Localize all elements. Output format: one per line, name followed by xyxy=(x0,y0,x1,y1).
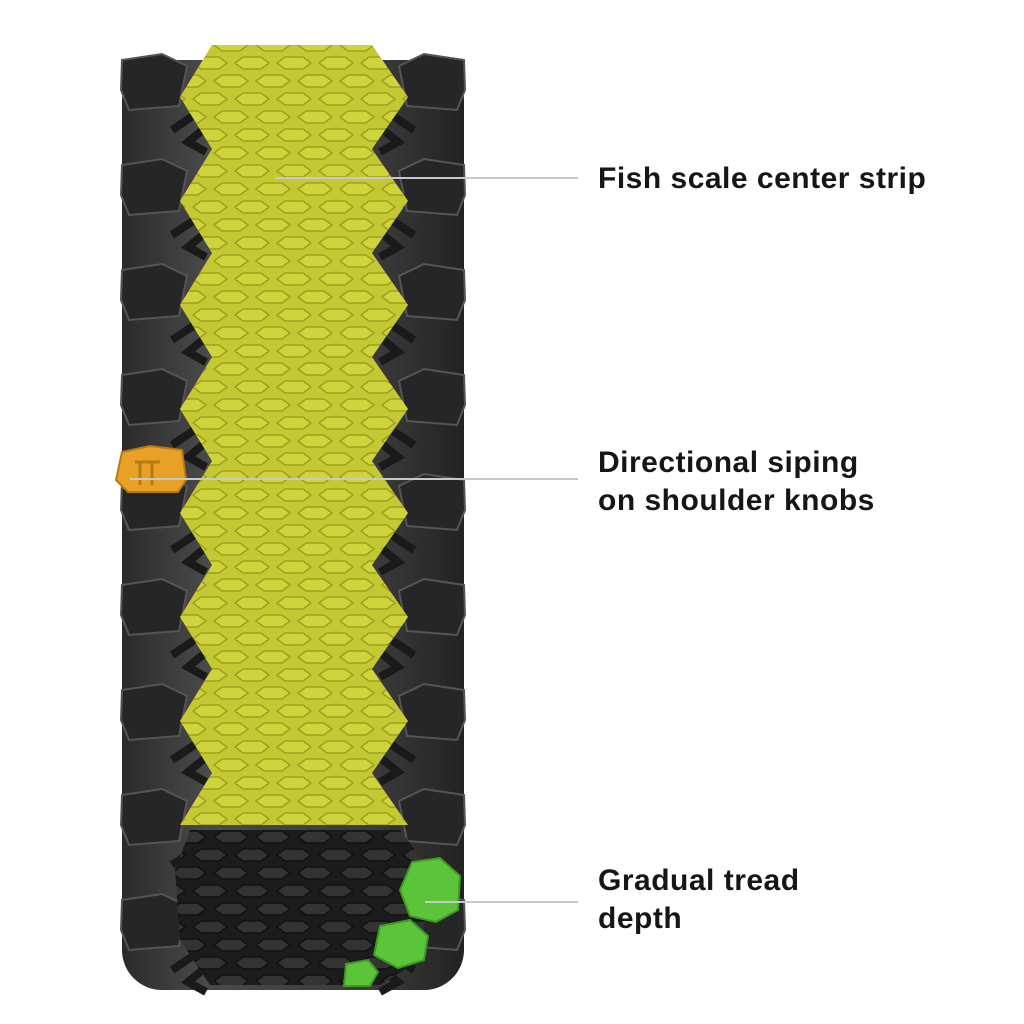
shoulder-knob xyxy=(397,262,467,322)
shoulder-knob xyxy=(397,52,467,112)
bottom-tread xyxy=(175,830,430,985)
shoulder-knob xyxy=(119,157,189,217)
shoulder-knob xyxy=(397,682,467,742)
shoulder-knob xyxy=(119,577,189,637)
shoulder-knob xyxy=(397,367,467,427)
callout-text: on shoulder knobs xyxy=(598,484,875,517)
shoulder-knob xyxy=(397,157,467,217)
shoulder-knob xyxy=(119,682,189,742)
callout-text: Gradual tread xyxy=(598,864,800,897)
shoulder-knob xyxy=(397,787,467,847)
shoulder-knob xyxy=(119,787,189,847)
callout-siping: Directional siping on shoulder knobs xyxy=(598,444,875,520)
callout-center-strip: Fish scale center strip xyxy=(598,160,926,198)
leader-lines xyxy=(130,177,578,903)
shoulder-knob xyxy=(119,52,189,112)
tread-depth-knobs-highlight xyxy=(342,856,462,987)
callout-text: depth xyxy=(598,902,683,935)
callout-text: Fish scale center strip xyxy=(598,162,927,195)
shoulder-knob xyxy=(119,892,189,952)
shoulder-knob xyxy=(119,367,189,427)
callout-text: Directional siping xyxy=(598,446,859,479)
callout-tread-depth: Gradual tread depth xyxy=(598,862,800,938)
shoulder-knob xyxy=(397,577,467,637)
center-strip xyxy=(180,45,408,825)
siping-knob-highlight xyxy=(114,444,188,493)
shoulder-knob xyxy=(397,472,467,532)
shoulder-knob xyxy=(119,262,189,322)
